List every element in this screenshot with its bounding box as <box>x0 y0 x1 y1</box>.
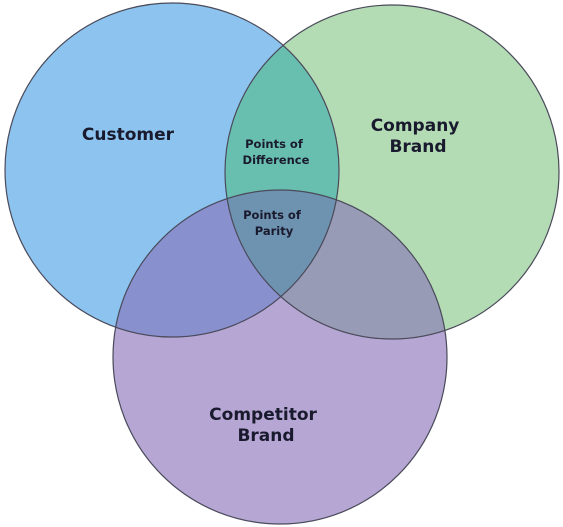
customer-label: Customer <box>82 125 175 145</box>
competitor-brand-label: Competitor Brand <box>209 405 323 446</box>
customer-outline <box>4 2 340 338</box>
company-competitor-overlap <box>225 190 447 339</box>
points-of-parity-label: Points of Parity <box>243 208 305 238</box>
points-of-difference-label: Points of Difference <box>243 137 310 167</box>
company-brand-label: Company Brand <box>371 116 466 157</box>
competitor-brand-outline <box>112 189 448 525</box>
customer-competitor-overlap <box>113 190 339 337</box>
company-brand-outline <box>224 4 560 340</box>
